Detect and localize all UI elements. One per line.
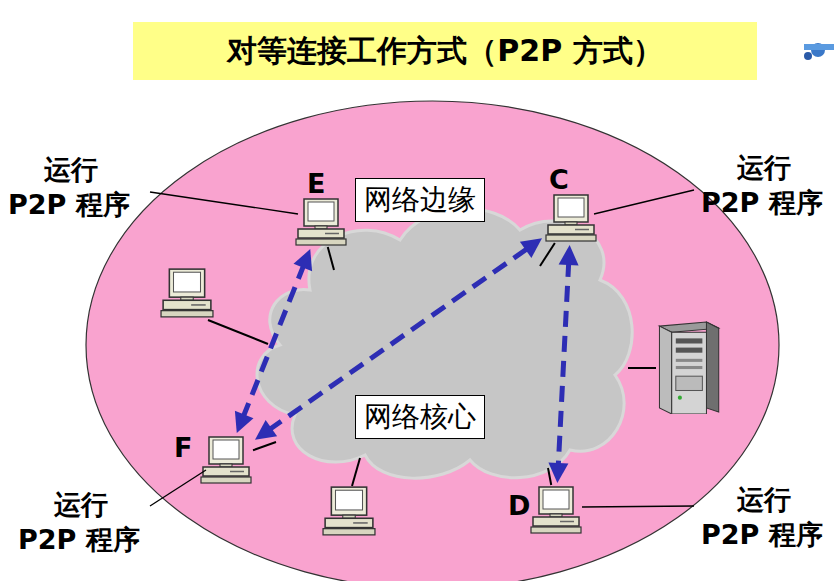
pc-icon (296, 199, 346, 245)
callout-label: 运行 P2P 程序 (18, 487, 143, 557)
dashed-line (558, 261, 569, 467)
title-text: 对等连接工作方式（P2P 方式） (227, 31, 662, 72)
arrow-head (548, 463, 568, 483)
host-computer: D (530, 486, 582, 534)
pc-icon (531, 487, 581, 533)
host-letter: E (307, 170, 325, 197)
arrow-head (294, 249, 313, 271)
callout-label: 运行 P2P 程序 (701, 482, 826, 552)
wire-line (253, 442, 276, 450)
host-computer: C (545, 194, 597, 242)
host-letter: F (174, 434, 192, 461)
corner-logo (804, 43, 834, 60)
arrow-head (235, 411, 254, 433)
pc-shape (200, 436, 252, 484)
arrow-head (520, 238, 542, 258)
network-wire (540, 243, 555, 266)
dashed-line (268, 248, 529, 431)
host-letter: C (549, 166, 569, 193)
arrow-head (255, 420, 277, 440)
callout-label: 运行 P2P 程序 (701, 150, 826, 220)
pc-shape (545, 194, 597, 242)
pc-shape (295, 198, 347, 246)
region-label: 网络边缘 (355, 178, 485, 222)
network-wire (548, 468, 551, 485)
host-computer: F (200, 436, 252, 484)
pc-shape (530, 486, 582, 534)
dashed-line (243, 264, 305, 418)
network-wire (253, 442, 276, 450)
wire-line (548, 468, 551, 485)
network-edge-ellipse (86, 101, 779, 581)
leader-lines (150, 190, 694, 507)
wire-line (328, 247, 334, 270)
network-wire (328, 247, 334, 270)
region-label: 网络核心 (355, 395, 485, 439)
p2p-connection (255, 238, 542, 439)
host-computer: E (295, 198, 347, 246)
network-core-cloud (257, 209, 632, 479)
arrow-head (559, 245, 579, 265)
callout-label: 运行 P2P 程序 (8, 152, 133, 222)
host-letter: D (508, 492, 530, 519)
title-box: 对等连接工作方式（P2P 方式） (133, 22, 757, 80)
pc-icon (201, 437, 251, 483)
wire-line (540, 243, 555, 266)
p2p-connection (548, 245, 578, 483)
pc-icon (546, 195, 596, 241)
